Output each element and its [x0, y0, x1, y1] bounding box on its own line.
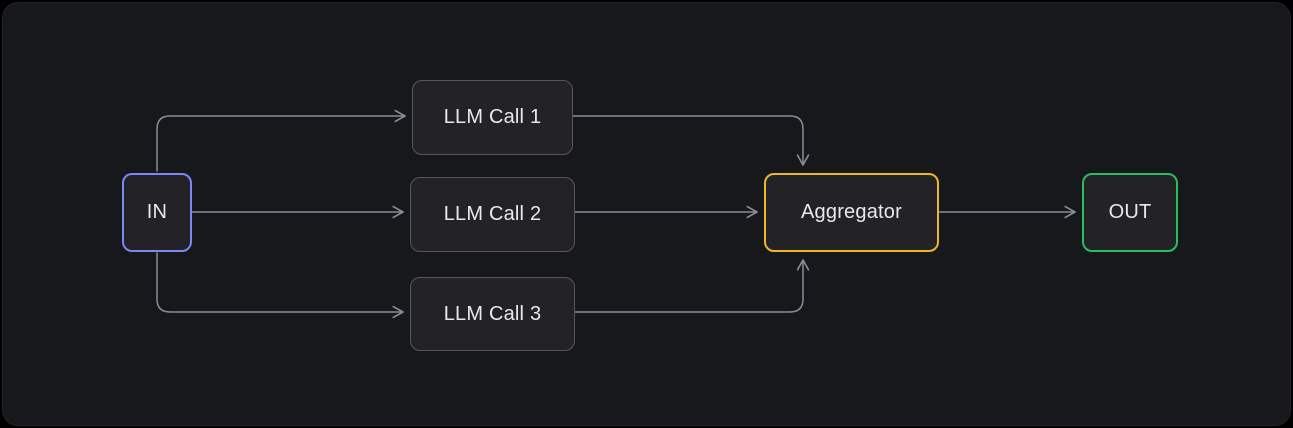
node-llm-call-3-label: LLM Call 3 — [443, 302, 542, 325]
edge-llm-call-3-aggregator — [573, 259, 810, 313]
edge-in-llm-call-1 — [156, 109, 406, 172]
node-llm-call-2-label: LLM Call 2 — [443, 203, 542, 225]
node-llm-call-1[interactable]: LLM Call 1 — [412, 80, 573, 155]
node-llm-call-3[interactable]: LLM Call 3 — [410, 277, 575, 351]
node-in-label: IN — [146, 201, 168, 223]
edge-llm-call-1-aggregator — [571, 115, 810, 166]
node-llm-call-2[interactable]: LLM Call 2 — [410, 177, 575, 252]
node-aggregator[interactable]: Aggregator — [764, 173, 939, 252]
node-out-label: OUT — [1108, 201, 1152, 223]
node-in[interactable]: IN — [122, 173, 192, 252]
node-llm-call-1-label: LLM Call 1 — [443, 106, 542, 128]
node-out[interactable]: OUT — [1082, 173, 1178, 252]
edge-in-llm-call-3 — [156, 252, 404, 319]
node-aggregator-label: Aggregator — [801, 201, 902, 223]
